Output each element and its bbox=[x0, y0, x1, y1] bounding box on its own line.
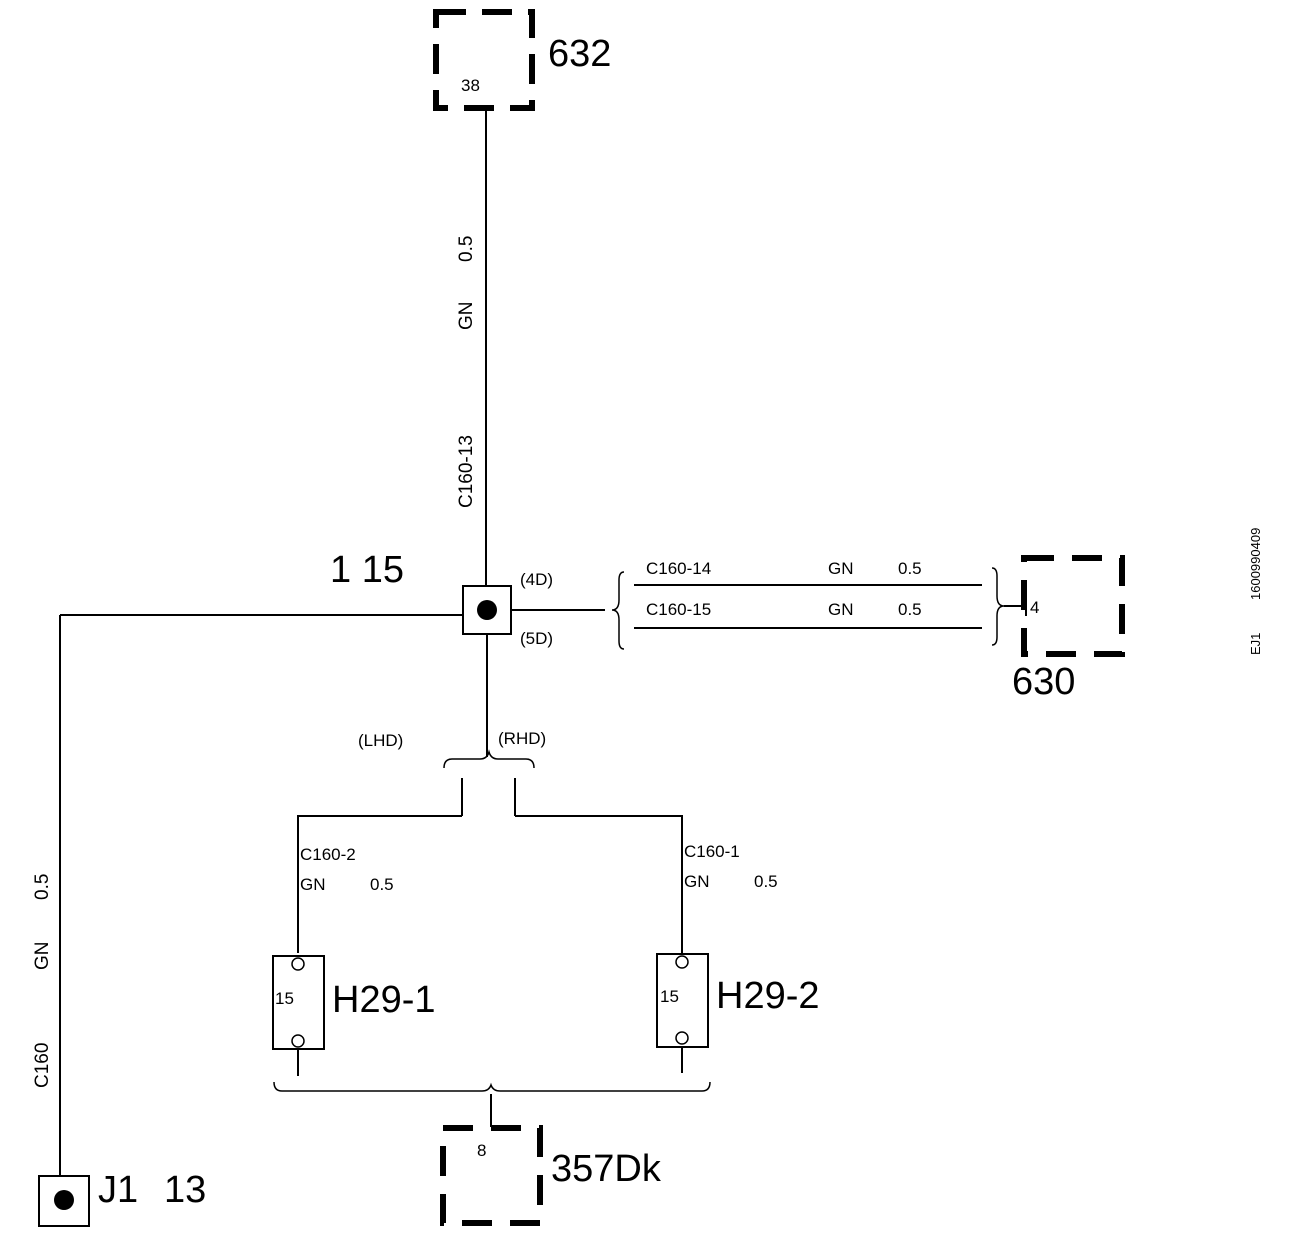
splice-label: 1 15 bbox=[330, 549, 404, 591]
wire-c160-15-connector: C160-15 bbox=[646, 600, 711, 619]
lamp-h29-2-label: H29-2 bbox=[716, 975, 820, 1017]
lamp-h29-1-pin: 15 bbox=[275, 989, 294, 1008]
ground-brace bbox=[273, 1081, 711, 1092]
module-632-label: 632 bbox=[548, 33, 611, 75]
ground-j1-pin: 13 bbox=[164, 1169, 206, 1211]
wire-lamp-right bbox=[515, 815, 683, 953]
wire-color-label: GN bbox=[456, 302, 477, 331]
ground-j1-dot bbox=[54, 1190, 74, 1210]
splice-note-lower: (5D) bbox=[520, 629, 553, 648]
wire-lamp-left bbox=[297, 815, 462, 953]
wire-size-label: 0.5 bbox=[456, 236, 477, 262]
wire-lamp-right-size: 0.5 bbox=[754, 872, 778, 891]
lamp-h29-2-pin: 15 bbox=[660, 987, 679, 1006]
variant-brace bbox=[443, 749, 535, 769]
wire-c160-14-connector: C160-14 bbox=[646, 559, 711, 578]
wire-lamp-right-color: GN bbox=[684, 872, 710, 891]
reference-code: 1600990409 EJ1 bbox=[1248, 528, 1263, 655]
module-357dk-pin: 8 bbox=[477, 1141, 486, 1160]
variant-selector: (LHD) (RHD) bbox=[358, 729, 546, 816]
wire-lamp-right-connector: C160-1 bbox=[684, 842, 740, 861]
wire-c160-14-size: 0.5 bbox=[898, 559, 922, 578]
wire-c160-15-size: 0.5 bbox=[898, 600, 922, 619]
variant-rhd: (RHD) bbox=[498, 729, 546, 748]
module-630-label: 630 bbox=[1012, 661, 1075, 703]
lamp-h29-2-terminal-bottom bbox=[675, 1031, 689, 1045]
module-357dk: 8 357Dk bbox=[440, 1125, 662, 1226]
bundle-right-brace bbox=[991, 567, 1005, 646]
lamp-branch-right: C160-1 GN 0.5 bbox=[515, 815, 778, 953]
lamp-h29-2-terminal-top bbox=[675, 955, 689, 969]
wire-bundle-630: C160-14 GN 0.5 C160-15 GN 0.5 bbox=[611, 559, 1022, 650]
wire-c160-14-color: GN bbox=[828, 559, 854, 578]
module-357dk-label: 357Dk bbox=[551, 1148, 662, 1190]
lamp-h29-1-terminal-top bbox=[291, 957, 305, 971]
splice-115: 1 15 (4D) (5D) bbox=[330, 549, 553, 648]
reference-number: 1600990409 bbox=[1248, 528, 1263, 600]
splice-note-upper: (4D) bbox=[520, 570, 553, 589]
wire-connector-label: C160-13 bbox=[456, 435, 477, 508]
bundle-left-brace bbox=[611, 571, 625, 650]
splice-dot bbox=[477, 600, 497, 620]
lamp-h29-1-body bbox=[272, 955, 325, 1050]
module-630: 4 630 bbox=[1012, 555, 1125, 703]
lamp-h29-1-label: H29-1 bbox=[332, 979, 436, 1021]
lamp-h29-1-terminal-bottom bbox=[291, 1034, 305, 1048]
wire-left-size: 0.5 bbox=[32, 874, 53, 900]
module-630-outline bbox=[1021, 555, 1125, 657]
wire-lamp-left-connector: C160-2 bbox=[300, 845, 356, 864]
wire-lamp-left-size: 0.5 bbox=[370, 875, 394, 894]
module-632: 38 632 bbox=[433, 9, 611, 111]
wire-left-connector: C160 bbox=[32, 1043, 53, 1088]
ground-j1-label: J1 bbox=[98, 1169, 138, 1211]
reference-sheet: EJ1 bbox=[1248, 633, 1263, 655]
variant-lhd: (LHD) bbox=[358, 731, 403, 750]
module-357dk-outline bbox=[440, 1125, 543, 1226]
wire-vertical-top-labels: 0.5 GN C160-13 bbox=[456, 236, 477, 508]
wire-c160-15-color: GN bbox=[828, 600, 854, 619]
wire-lamp-left-color: GN bbox=[300, 875, 326, 894]
wire-left-vertical-labels: 0.5 GN C160 bbox=[32, 874, 53, 1088]
module-630-pin: 4 bbox=[1030, 598, 1039, 617]
lamp-h29-2: 15 H29-2 bbox=[656, 953, 820, 1073]
wire-left-color: GN bbox=[32, 942, 53, 971]
module-632-outline bbox=[433, 9, 535, 111]
lamp-branch-left: C160-2 GN 0.5 bbox=[297, 815, 462, 953]
module-632-pin: 38 bbox=[461, 76, 480, 95]
lamp-h29-1: 15 H29-1 bbox=[272, 955, 436, 1076]
ground-j1: J1 13 bbox=[38, 1169, 206, 1227]
